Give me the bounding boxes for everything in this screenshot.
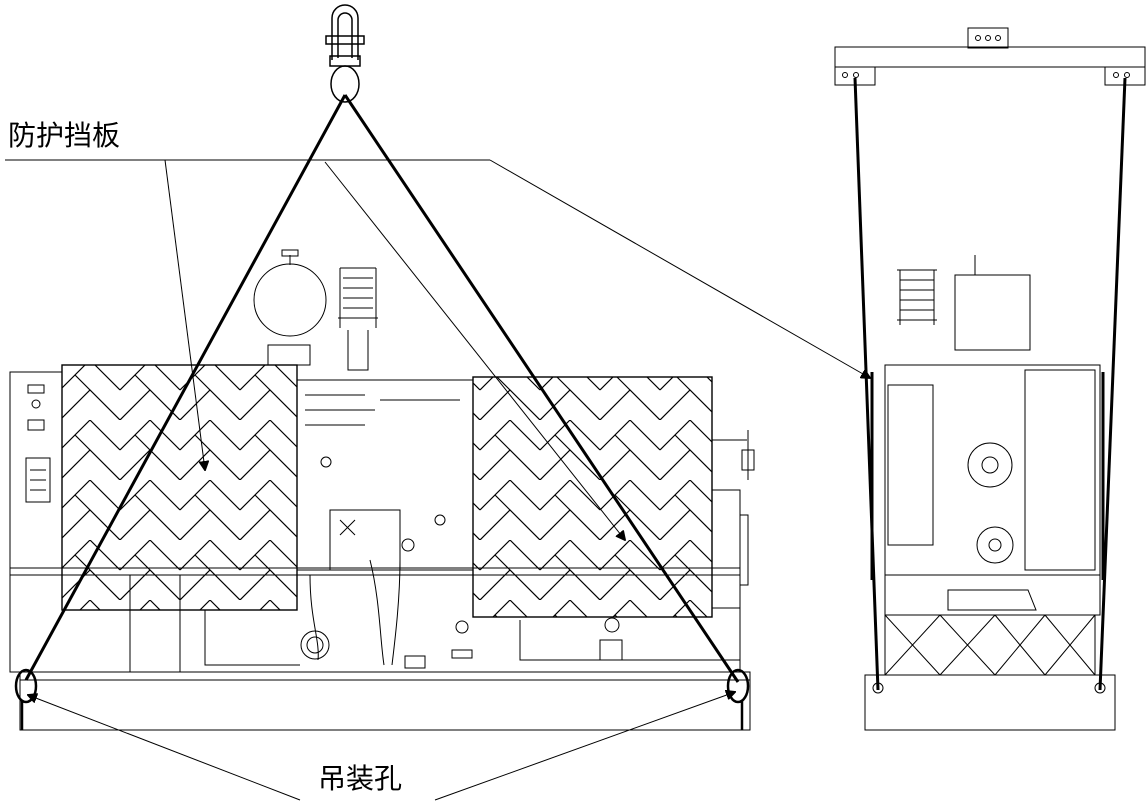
side-view-cables: [853, 77, 1127, 691]
control-cabinet: [9, 371, 63, 569]
alternator: [711, 430, 755, 609]
lifting-hole-loops: [14, 668, 750, 730]
lifting-hole-leader-lines: [28, 692, 735, 801]
baffle-label: 防护挡板: [8, 119, 121, 152]
lifting-hole-label: 吊装孔: [318, 762, 403, 795]
left-baffle-panel: [61, 364, 298, 611]
side-view-genset: [864, 255, 1116, 731]
right-baffle-panel: [472, 376, 713, 618]
side-view-spreader-beam: [834, 27, 1146, 86]
baffle-leader-lines: [5, 159, 870, 540]
lifting-shackle: [325, 4, 365, 103]
lifting-slings: [24, 94, 740, 683]
